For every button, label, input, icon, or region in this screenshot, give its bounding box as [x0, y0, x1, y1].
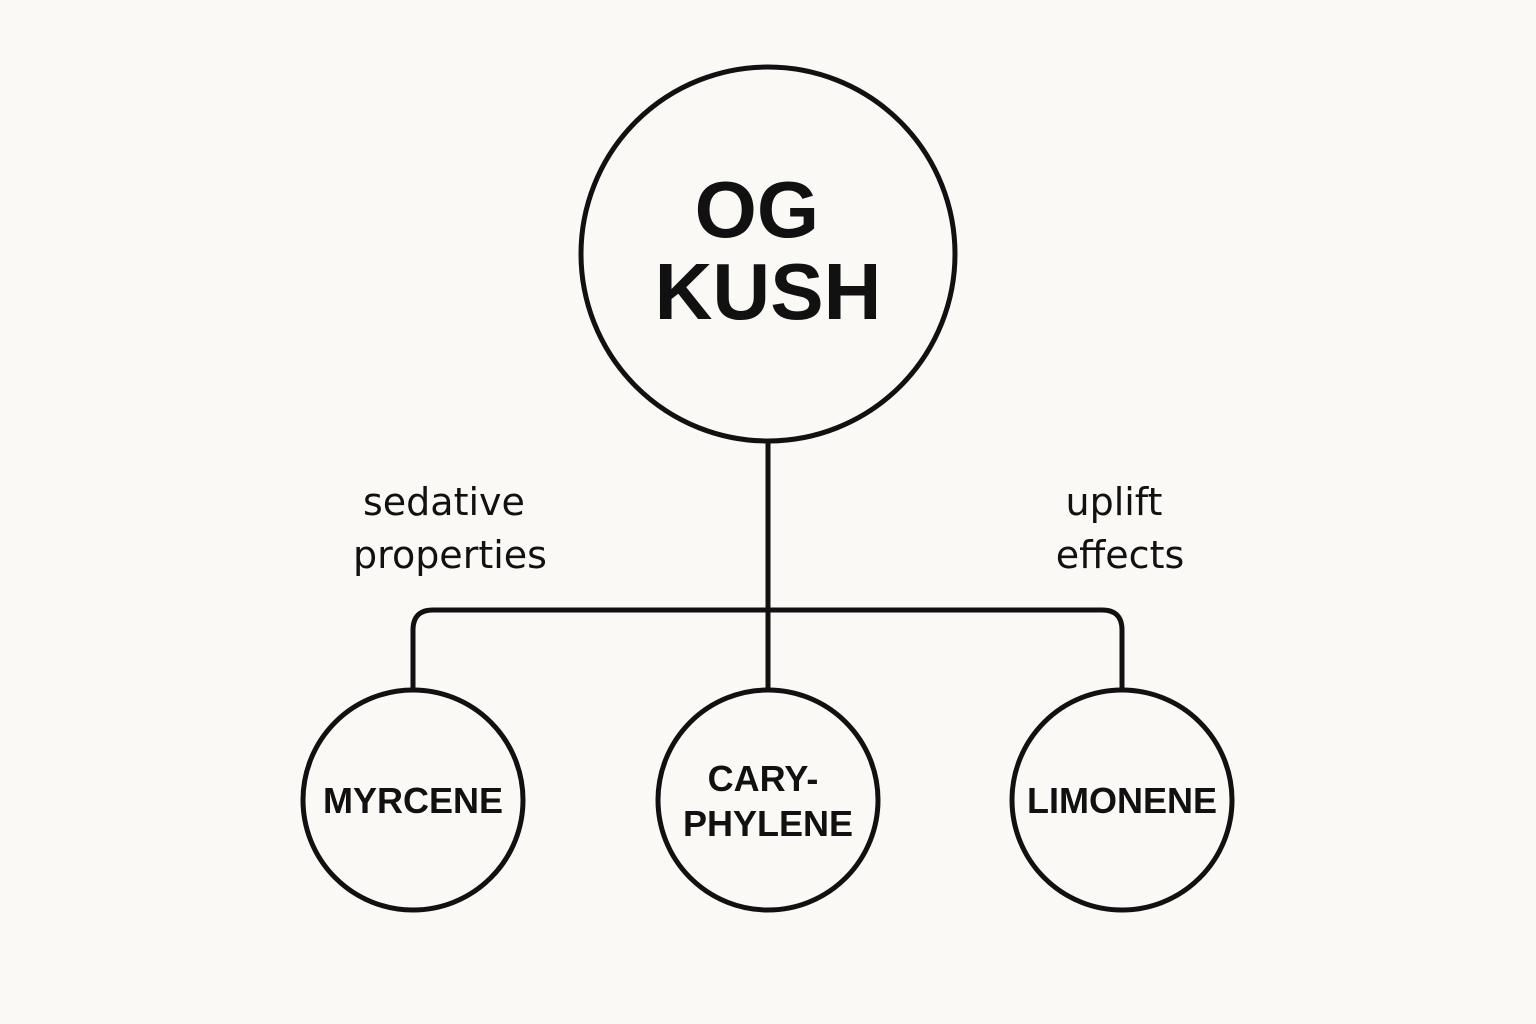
child-label-myrcene-line1: MYRCENE	[323, 780, 503, 821]
child-node-caryophylene: CARY- PHYLENE	[655, 687, 881, 913]
child-node-myrcene: MYRCENE	[300, 687, 526, 913]
child-label-caryophylene-line1: CARY-	[708, 758, 819, 799]
child-node-limonene: LIMONENE	[1009, 687, 1235, 913]
branch-bar-line	[410, 607, 1125, 691]
child-node-caryophylene-circle	[655, 687, 881, 913]
root-label-line1: OG	[695, 165, 819, 254]
child-label-limonene-line1: LIMONENE	[1027, 780, 1217, 821]
note-left-line2: properties	[353, 533, 547, 577]
root-node: OG KUSH	[578, 64, 958, 444]
child-node-myrcene-circle	[300, 687, 526, 913]
child-label-myrcene: MYRCENE	[323, 780, 503, 821]
root-label-line2: KUSH	[655, 247, 882, 336]
child-label-limonene: LIMONENE	[1027, 780, 1217, 821]
child-node-limonene-circle	[1009, 687, 1235, 913]
root-node-circle	[578, 64, 958, 444]
note-right-line1: uplift	[1065, 480, 1162, 524]
note-left: sedative properties	[353, 480, 547, 577]
note-right: uplift effects	[1056, 480, 1185, 577]
note-right-line2: effects	[1056, 533, 1185, 577]
child-label-caryophylene: CARY- PHYLENE	[683, 758, 853, 844]
note-left-line1: sedative	[363, 480, 525, 524]
child-label-caryophylene-line2: PHYLENE	[683, 803, 853, 844]
root-label: OG KUSH	[655, 165, 882, 336]
